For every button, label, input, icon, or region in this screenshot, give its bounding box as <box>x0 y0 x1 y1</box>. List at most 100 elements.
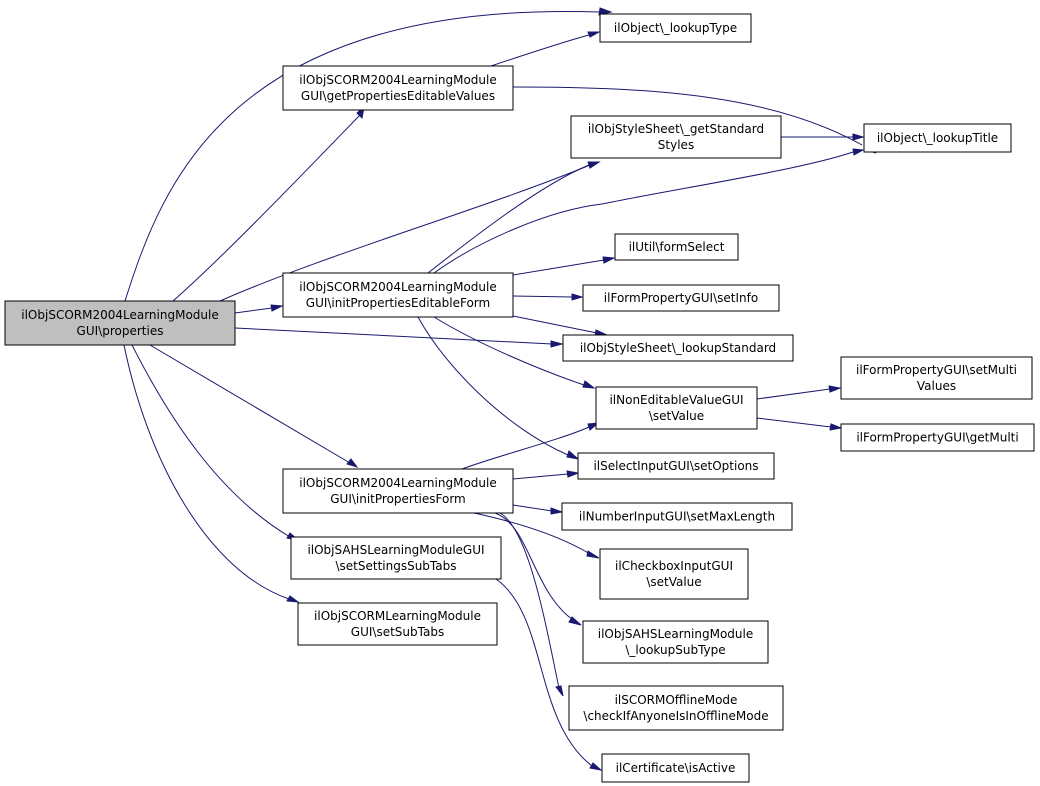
edge-root-to-lookupStd <box>234 327 564 348</box>
node-box <box>562 334 794 362</box>
node-box <box>599 548 749 600</box>
arrowhead-icon <box>852 133 865 141</box>
node-box <box>582 620 769 664</box>
arrowhead-icon <box>582 380 596 389</box>
node-label-line: ilUtil\formSelect <box>629 240 725 254</box>
node-label-line: ilObjSCORM2004LearningModule <box>21 308 218 322</box>
node-label-line: ilFormPropertyGUI\getMulti <box>856 431 1018 445</box>
node-label-line: \_lookupSubType <box>625 643 725 657</box>
arrowhead-icon <box>568 616 582 626</box>
node-initPropEdit[interactable]: ilObjSCORM2004LearningModuleGUI\initProp… <box>282 272 514 318</box>
node-box <box>577 452 775 480</box>
edge-line <box>219 164 591 302</box>
edge-line <box>499 512 560 689</box>
node-label-line: ilObjSCORM2004LearningModule <box>299 280 496 294</box>
node-box <box>4 300 236 346</box>
edge-root-to-setSubTabs <box>123 344 300 603</box>
node-root[interactable]: ilObjSCORM2004LearningModuleGUI\properti… <box>4 300 236 346</box>
edge-root-to-initPropForm <box>149 344 359 468</box>
node-getMulti[interactable]: ilFormPropertyGUI\getMulti <box>840 423 1035 452</box>
edge-initPropEdit-to-setOptions <box>417 316 580 460</box>
edge-initPropEdit-to-nonEditSet <box>433 316 596 389</box>
node-label-line: ilObjSCORM2004LearningModule <box>299 476 496 490</box>
edge-line <box>490 34 590 67</box>
node-formSelect[interactable]: ilUtil\formSelect <box>614 233 739 261</box>
node-lookupType[interactable]: ilObject\_lookupType <box>599 13 752 43</box>
node-label-line: Styles <box>658 138 694 152</box>
node-label-line: ilFormPropertyGUI\setMulti <box>856 363 1017 377</box>
node-lookupTitle[interactable]: ilObject\_lookupTitle <box>863 123 1012 153</box>
node-certActive[interactable]: ilCertificate\isActive <box>601 753 750 783</box>
arrowhead-icon <box>566 470 580 478</box>
node-label-line: \setValue <box>646 575 701 589</box>
edge-line <box>433 151 854 274</box>
edge-line <box>234 327 553 345</box>
edge-root-to-initPropEdit <box>234 304 284 314</box>
node-box <box>840 423 1035 452</box>
edge-initPropEdit-to-getStdStyles <box>427 161 601 274</box>
node-setSettingsSubTabs[interactable]: ilObjSAHSLearningModuleGUI\setSettingsSu… <box>290 536 502 580</box>
arrowhead-icon <box>571 293 584 301</box>
arrowhead-icon <box>555 685 564 697</box>
node-label-line: GUI\setSubTabs <box>351 625 444 639</box>
edge-line <box>512 295 573 298</box>
node-box <box>599 13 752 43</box>
arrowhead-icon <box>270 304 284 312</box>
edge-line <box>512 473 569 480</box>
edge-initPropForm-to-checkboxSet <box>473 512 600 559</box>
node-getPropVals[interactable]: ilObjSCORM2004LearningModuleGUI\getPrope… <box>282 65 514 111</box>
node-lookupSubType[interactable]: ilObjSAHSLearningModule \_lookupSubType <box>582 620 769 664</box>
node-label-line: ilObjSCORM2004LearningModule <box>299 73 496 87</box>
node-label-line: ilCheckboxInputGUI <box>615 559 733 573</box>
node-label-line: ilObjStyleSheet\_lookupStandard <box>580 341 776 355</box>
edge-line <box>473 512 591 555</box>
node-label-line: ilNumberInputGUI\setMaxLength <box>579 510 775 524</box>
arrowhead-icon <box>346 458 359 468</box>
node-box <box>595 386 758 430</box>
edge-line <box>234 307 273 314</box>
node-label-line: ilObject\_lookupTitle <box>877 131 998 145</box>
node-setMaxLen[interactable]: ilNumberInputGUI\setMaxLength <box>561 502 793 531</box>
edge-initPropForm-to-setOptions <box>512 470 580 480</box>
edge-line <box>461 426 590 470</box>
node-lookupStd[interactable]: ilObjStyleSheet\_lookupStandard <box>562 334 794 362</box>
arrowhead-icon <box>588 161 601 169</box>
edge-nonEditSet-to-setMultiVals <box>756 385 842 400</box>
node-box <box>561 502 793 531</box>
edge-line <box>756 417 832 428</box>
node-offlineMode[interactable]: ilSCORMOfflineMode\checkIfAnyoneIsInOffl… <box>568 685 784 731</box>
edge-line <box>494 512 574 621</box>
node-box <box>282 468 514 514</box>
edge-line <box>756 388 831 400</box>
node-box <box>568 685 784 731</box>
node-setOptions[interactable]: ilSelectInputGUI\setOptions <box>577 452 775 480</box>
node-setInfo[interactable]: ilFormPropertyGUI\setInfo <box>582 284 780 312</box>
node-label-line: ilObjSAHSLearningModule <box>598 627 753 641</box>
edge-initPropForm-to-lookupSubType <box>494 512 582 626</box>
edge-getStdStyles-to-lookupTitle <box>781 133 865 141</box>
edge-line <box>149 344 351 464</box>
edge-root-to-lookupType <box>124 7 613 302</box>
edge-line <box>512 259 605 276</box>
arrowhead-icon <box>587 31 601 38</box>
edge-line <box>172 114 361 302</box>
node-label-line: GUI\properties <box>77 324 164 338</box>
node-label-line: GUI\getPropertiesEditableValues <box>301 89 495 103</box>
node-box <box>570 115 782 159</box>
edge-line <box>495 578 593 767</box>
arrowhead-icon <box>586 550 600 559</box>
node-label-line: ilSelectInputGUI\setOptions <box>593 459 758 473</box>
node-label-line: ilObject\_lookupType <box>614 21 737 35</box>
edge-line <box>123 344 290 600</box>
node-box <box>297 602 498 646</box>
edge-line <box>512 504 553 512</box>
node-box <box>863 123 1012 153</box>
node-nonEditSet[interactable]: ilNonEditableValueGUI\setValue <box>595 386 758 430</box>
node-box <box>840 356 1033 400</box>
node-initPropForm[interactable]: ilObjSCORM2004LearningModuleGUI\initProp… <box>282 468 514 514</box>
node-checkboxSet[interactable]: ilCheckboxInputGUI \setValue <box>599 548 749 600</box>
